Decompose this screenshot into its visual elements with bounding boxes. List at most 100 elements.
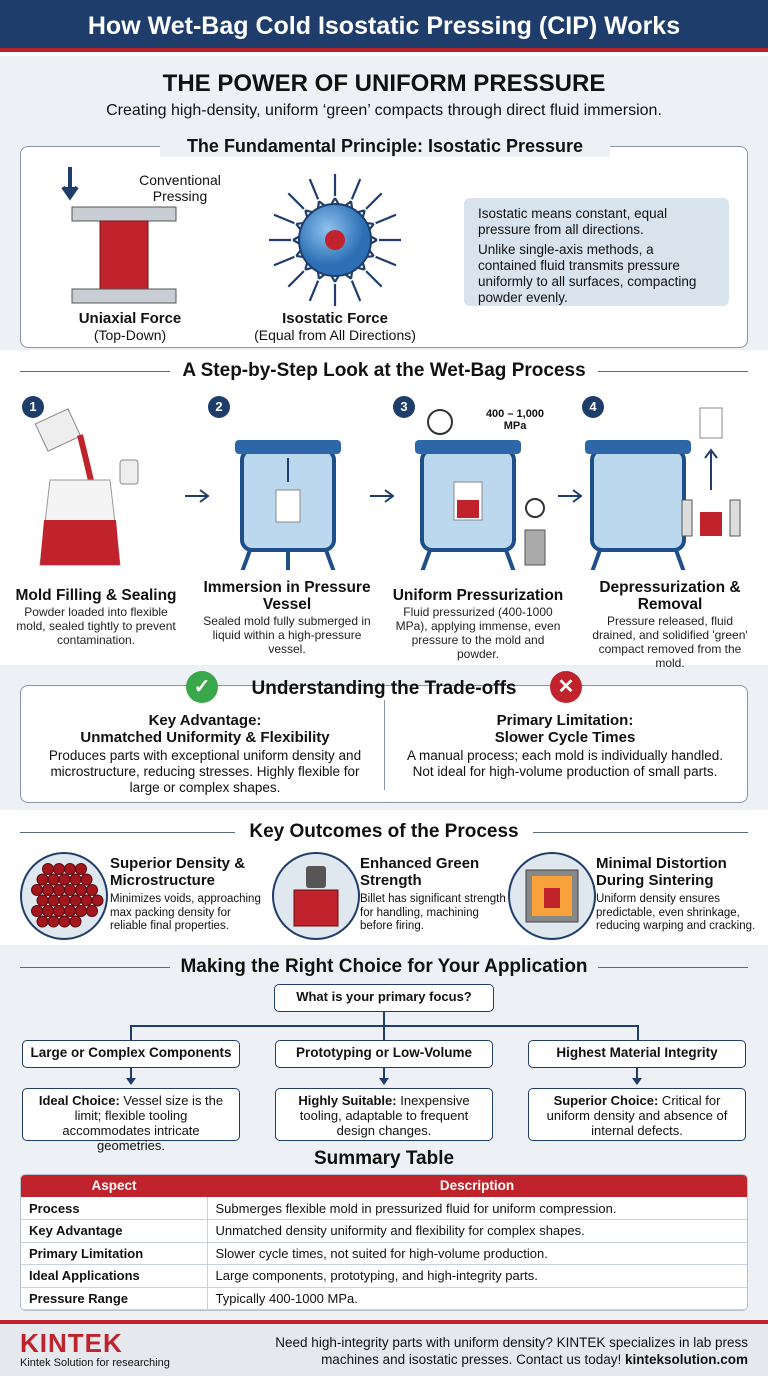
cta-text: Need high-integrity parts with uniform d…: [275, 1335, 748, 1367]
uniaxial-title: Uniaxial Force: [78, 310, 182, 327]
isostatic-title: Isostatic Force: [282, 310, 388, 327]
step-number: 3: [393, 396, 415, 418]
option-result: Ideal Choice: Vessel size is the limit; …: [22, 1088, 240, 1153]
density-icon: [20, 852, 108, 940]
kintek-logo: KINTEK: [20, 1328, 123, 1358]
x-icon: ✕: [550, 671, 582, 703]
tree-line: [637, 1025, 639, 1041]
aspect-cell: Key Advantage: [21, 1219, 208, 1243]
description-cell: Large components, prototyping, and high-…: [207, 1264, 747, 1288]
step-desc: Powder loaded into flexible mold, sealed…: [16, 605, 176, 647]
tree-line: [383, 1025, 385, 1041]
description-cell: Slower cycle times, not suited for high-…: [207, 1242, 747, 1265]
step-title: Immersion in Pressure Vessel: [203, 579, 371, 613]
footer-cta: Need high-integrity parts with uniform d…: [270, 1334, 748, 1368]
conventional-label: Conventional Pressing: [139, 172, 221, 204]
isostatic-sub: (Equal from All Directions): [254, 327, 416, 343]
arrow-down-icon: [632, 1078, 642, 1085]
divider: [20, 832, 235, 833]
divider: [20, 371, 170, 372]
divider: [598, 967, 748, 968]
tree-line: [130, 1025, 132, 1041]
description-cell: Typically 400-1000 MPa.: [207, 1287, 747, 1310]
isostatic-sphere-icon: [269, 174, 401, 306]
arrow-down-icon: [126, 1078, 136, 1085]
advantage-title: Key Advantage: Unmatched Uniformity & Fl…: [80, 712, 330, 746]
step-number: 4: [582, 396, 604, 418]
intro-subtitle: Creating high-density, uniform ‘green’ c…: [106, 102, 662, 119]
result-label: Highly Suitable:: [298, 1093, 397, 1108]
pressure-label: 400 – 1,000 MPa: [485, 408, 545, 432]
aspect-cell: Pressure Range: [21, 1287, 208, 1310]
tree-line: [636, 1068, 638, 1084]
tree-line: [383, 1068, 385, 1084]
divider: [384, 700, 385, 790]
tradeoffs-title: Understanding the Trade-offs: [251, 678, 517, 699]
table-header-aspect: Aspect: [91, 1178, 137, 1193]
step-desc: Sealed mold fully submerged in liquid wi…: [203, 614, 371, 656]
outcome-desc: Billet has significant strength for hand…: [360, 893, 506, 932]
outcome-title: Superior Density & Microstructure: [110, 855, 246, 889]
step-title: Depressurization & Removal: [599, 579, 741, 613]
uniaxial-sub: (Top-Down): [93, 327, 167, 343]
step-number: 1: [22, 396, 44, 418]
outcome-desc: Uniform density ensures predictable, eve…: [596, 893, 756, 932]
footer-tagline: Kintek Solution for researching: [20, 1357, 170, 1369]
step-desc: Pressure released, fluid drained, and so…: [592, 614, 748, 670]
advantage-desc: Produces parts with exceptional uniform …: [48, 748, 362, 795]
limitation-desc: A manual process; each mold is individua…: [407, 748, 723, 779]
step-number: 2: [208, 396, 230, 418]
aspect-cell: Ideal Applications: [21, 1264, 208, 1288]
aspect-cell: Primary Limitation: [21, 1242, 208, 1265]
uniaxial-press-icon: [61, 167, 177, 304]
website-link[interactable]: kinteksolution.com: [624, 1352, 748, 1367]
result-label: Superior Choice:: [553, 1093, 659, 1108]
principle-note: Isostatic means constant, equal pressure…: [464, 198, 729, 306]
step4-removal-icon: [585, 407, 741, 570]
option-result: Superior Choice: Critical for uniform de…: [528, 1088, 746, 1141]
summary-title: Summary Table: [313, 1148, 455, 1169]
arrow-down-icon: [379, 1078, 389, 1085]
principle-title: The Fundamental Principle: Isostatic Pre…: [160, 136, 610, 157]
process-illustrations: [34, 407, 741, 570]
step3-pressurized-vessel-icon: [415, 409, 546, 570]
limitation-title: Primary Limitation: Slower Cycle Times: [494, 712, 636, 746]
result-desc: Vessel size is the limit; flexible tooli…: [62, 1093, 224, 1153]
step1-mold-icon: [34, 408, 139, 566]
tree-line: [383, 1012, 385, 1026]
footer: [0, 1320, 768, 1376]
option-0[interactable]: Large or Complex Components: [22, 1040, 240, 1068]
outcome-title: Enhanced Green Strength: [360, 855, 480, 889]
description-cell: Submerges flexible mold in pressurized f…: [207, 1197, 747, 1220]
step2-vessel-icon: [235, 440, 341, 570]
outcome-title: Minimal Distortion During Sintering: [596, 855, 727, 889]
choice-title: Making the Right Choice for Your Applica…: [180, 956, 588, 977]
outcome-desc: Minimizes voids, approaching max packing…: [110, 893, 261, 932]
step-title: Uniform Pressurization: [392, 587, 564, 604]
option-2[interactable]: Highest Material Integrity: [528, 1040, 746, 1068]
weight-cube-icon: [272, 852, 360, 940]
intro-title: THE POWER OF UNIFORM PRESSURE: [162, 70, 606, 97]
outcomes-title: Key Outcomes of the Process: [249, 821, 519, 842]
description-cell: Unmatched density uniformity and flexibi…: [207, 1219, 747, 1243]
option-result: Highly Suitable: Inexpensive tooling, ad…: [275, 1088, 493, 1141]
process-title: A Step-by-Step Look at the Wet-Bag Proce…: [182, 360, 586, 381]
divider: [20, 967, 170, 968]
step-desc: Fluid pressurized (400-1000 MPa), applyi…: [395, 605, 561, 661]
page-header: How Wet-Bag Cold Isostatic Pressing (CIP…: [0, 0, 768, 52]
result-desc: Inexpensive tooling, adaptable to freque…: [299, 1093, 470, 1138]
aspect-cell: Process: [21, 1197, 208, 1220]
note-1: Isostatic means constant, equal pressure…: [478, 206, 668, 237]
option-1[interactable]: Prototyping or Low-Volume: [275, 1040, 493, 1068]
divider: [533, 832, 748, 833]
note-2: Unlike single-axis methods, a contained …: [478, 242, 697, 305]
check-icon: ✓: [186, 671, 218, 703]
table-header-description: Description: [439, 1178, 515, 1193]
focus-question: What is your primary focus?: [274, 984, 494, 1012]
tree-line: [130, 1068, 132, 1084]
